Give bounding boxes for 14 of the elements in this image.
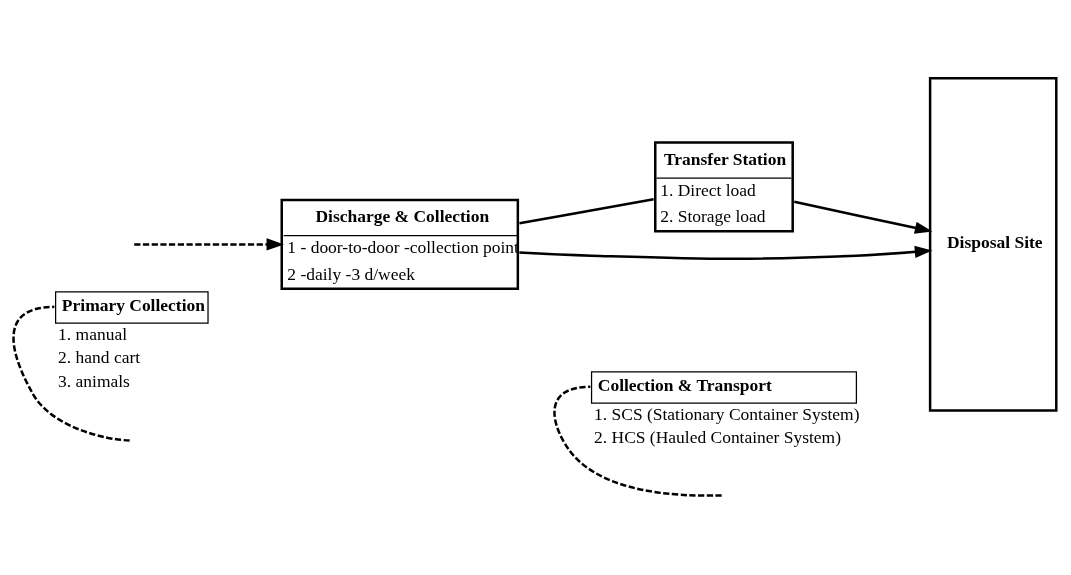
node-box: Disposal Site: [928, 76, 1058, 412]
node-label: 2. hand cart: [58, 346, 141, 367]
arrow: [134, 237, 285, 251]
connector: [553, 385, 722, 497]
node-box: Primary Collection: [55, 290, 209, 324]
node-label: 1. manual: [58, 323, 127, 344]
node-label: 3. animals: [58, 370, 130, 391]
arrow: [519, 245, 933, 260]
arrow: [794, 200, 933, 234]
connector: [12, 305, 130, 442]
node-label: 1. SCS (Stationary Container System): [594, 403, 860, 424]
node-box: Collection & Transport: [590, 370, 858, 404]
connector: [519, 197, 654, 224]
node-label: 2. HCS (Hauled Container System): [594, 426, 842, 447]
